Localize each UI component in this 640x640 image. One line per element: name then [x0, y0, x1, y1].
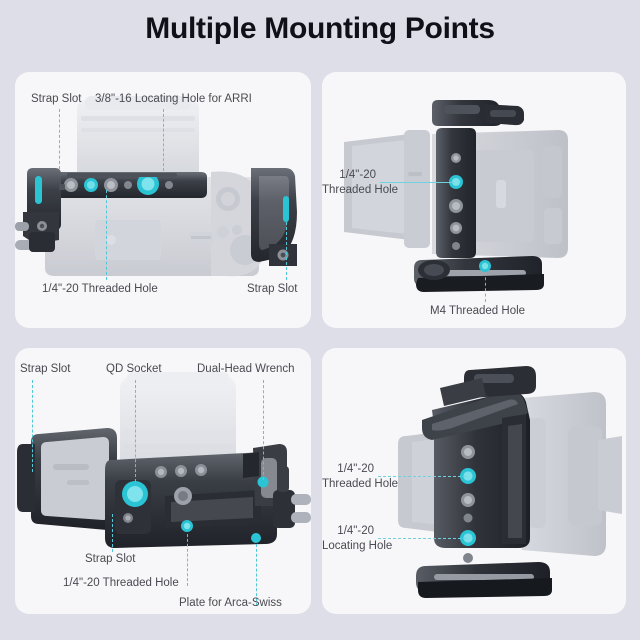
- label-threaded-hole-br: 1/4"-20 Threaded Hole: [322, 462, 399, 492]
- page-title: Multiple Mounting Points: [145, 12, 495, 45]
- label-line-2: Locating Hole: [322, 540, 393, 552]
- label-dual-head-wrench: Dual-Head Wrench: [197, 363, 295, 375]
- camera-cage-bottom-view-illustration: [17, 372, 311, 548]
- leader-line: [106, 190, 107, 280]
- label-threaded-hole-bl: 1/4"-20 Threaded Hole: [63, 577, 179, 589]
- panel-bottom-right: 1/4"-20 Threaded Hole 1/4"-20 Locating H…: [322, 348, 626, 614]
- label-m4-threaded-hole: M4 Threaded Hole: [430, 305, 526, 317]
- label-strap-slot: Strap Slot: [31, 93, 82, 105]
- label-line-1: 1/4"-20: [337, 463, 374, 475]
- leader-line: [135, 380, 136, 482]
- label-arri-locating-hole: 3/8"-16 Locating Hole for ARRI: [95, 93, 252, 105]
- label-threaded-hole-side: 1/4"-20 Threaded Hole: [322, 168, 399, 198]
- label-threaded-hole: 1/4"-20 Threaded Hole: [42, 283, 158, 295]
- leader-line: [263, 380, 264, 480]
- label-locating-hole-br: 1/4"-20 Locating Hole: [322, 524, 393, 554]
- leader-line: [112, 514, 113, 552]
- label-arca-swiss-plate: Plate for Arca-Swiss: [179, 597, 282, 609]
- panel-bottom-left: Strap Slot QD Socket Dual-Head Wrench St…: [15, 348, 311, 614]
- leader-line: [378, 538, 466, 539]
- label-qd-socket: QD Socket: [106, 363, 162, 375]
- label-line-2: Threaded Hole: [322, 184, 399, 196]
- label-line-1: 1/4"-20: [339, 169, 376, 181]
- leader-line: [163, 109, 164, 171]
- leader-line: [59, 109, 60, 169]
- label-line-2: Threaded Hole: [322, 478, 399, 490]
- leader-line: [378, 476, 466, 477]
- panel-top-right: 1/4"-20 Threaded Hole M4 Threaded Hole: [322, 72, 626, 328]
- leader-line: [187, 534, 188, 586]
- leader-line: [256, 544, 257, 606]
- leader-line: [380, 182, 454, 183]
- label-strap-slot-bl2: Strap Slot: [85, 553, 136, 565]
- label-strap-slot-bl: Strap Slot: [20, 363, 71, 375]
- leader-line: [32, 380, 33, 472]
- panel-top-left: Strap Slot 3/8"-16 Locating Hole for ARR…: [15, 72, 311, 328]
- camera-cage-side-view-illustration: [344, 100, 568, 292]
- label-strap-slot-right: Strap Slot: [247, 283, 298, 295]
- camera-cage-top-view-illustration: [15, 96, 297, 277]
- label-line-1: 1/4"-20: [337, 525, 374, 537]
- leader-line: [485, 272, 486, 302]
- camera-cage-rear-side-view-illustration: [398, 366, 622, 598]
- leader-line: [286, 222, 287, 280]
